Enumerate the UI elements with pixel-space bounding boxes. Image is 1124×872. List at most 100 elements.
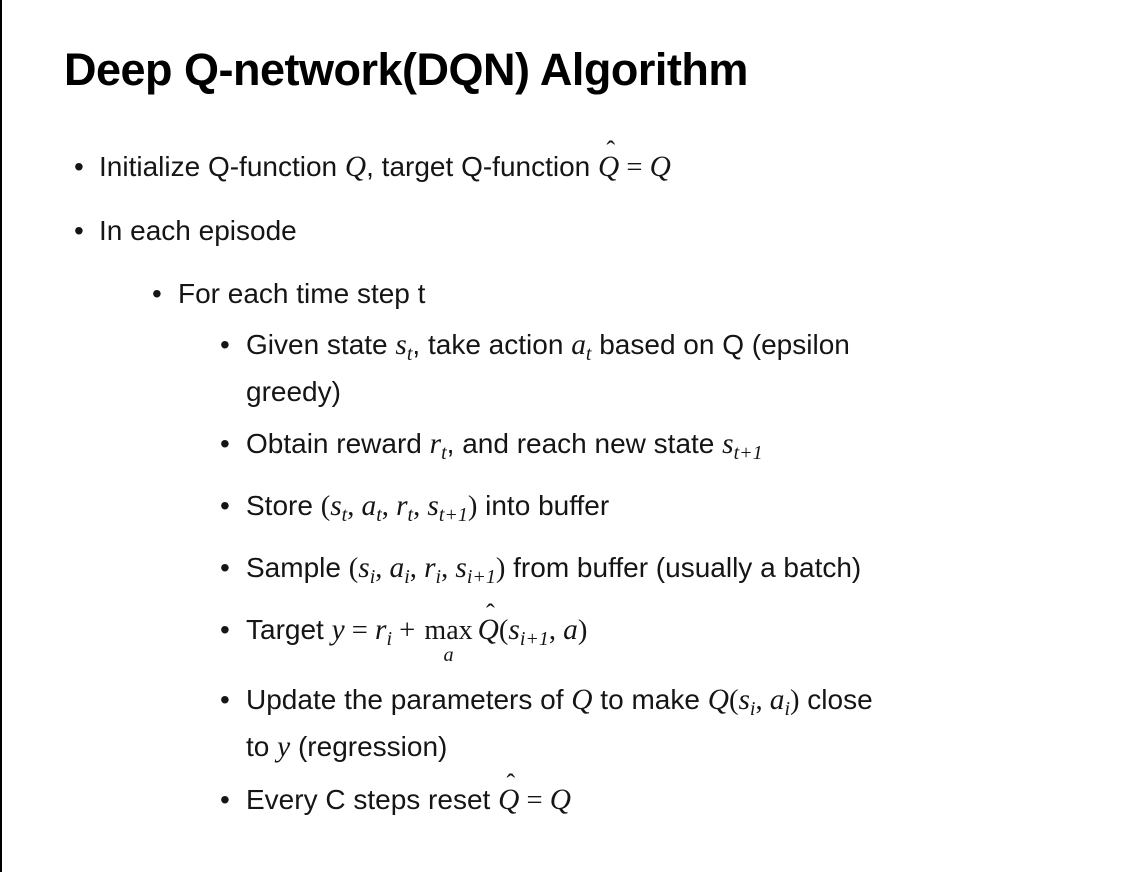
line-text: Update the parameters of Q to make Q(si,… xyxy=(246,681,1104,728)
text-run: greedy) xyxy=(246,375,341,407)
line-text: Initialize Q-function Q, target Q-functi… xyxy=(99,136,1104,186)
math-variable: ai xyxy=(769,684,791,721)
bullet-icon: • xyxy=(220,613,230,645)
math-operator: ) xyxy=(467,490,478,522)
math-variable: ri xyxy=(424,551,442,588)
math-subscript: i xyxy=(435,565,442,588)
bullet-icon: • xyxy=(74,151,84,182)
math-subscript: t xyxy=(376,503,382,526)
math-operator: + xyxy=(392,614,423,646)
math-operator: ( xyxy=(728,685,739,717)
line-text: For each time step t xyxy=(178,275,1104,312)
math-operator: ( xyxy=(348,552,359,584)
math-subscript: i xyxy=(749,698,756,721)
text-run: , target Q-function xyxy=(366,151,599,182)
math-operator: ) xyxy=(577,614,588,646)
math-variable: at xyxy=(361,489,382,526)
max-subscript: a xyxy=(443,644,454,667)
math-variable: Q xyxy=(344,151,367,183)
math-operator: = xyxy=(519,785,550,817)
bullet-list: •Initialize Q-function Q, target Q-funct… xyxy=(2,136,1104,834)
bullet-line: •For each time step t xyxy=(152,275,1104,312)
math-variable: a xyxy=(563,613,578,646)
math-operator: , xyxy=(375,552,390,584)
math-subscript: t xyxy=(441,441,447,464)
text-run: In each episode xyxy=(99,215,297,246)
hat-mark: ˆ xyxy=(506,768,516,799)
line-text: Sample (si, ai, ri, si+1) from buffer (u… xyxy=(246,549,1104,596)
math-subscript: t xyxy=(406,342,413,365)
math-operator: , xyxy=(548,614,564,646)
bullet-line: • Given state st, take action at based on… xyxy=(220,326,1104,373)
math-variable: Q xyxy=(571,684,593,717)
hat-mark: ˆ xyxy=(606,134,616,165)
math-variable: si xyxy=(358,551,376,588)
math-operator: , xyxy=(441,552,456,584)
math-variable: si+1 xyxy=(508,613,549,650)
math-subscript: t xyxy=(585,342,592,365)
text-run: Given state xyxy=(246,329,396,360)
math-operator: ( xyxy=(498,614,509,646)
text-run: , and reach new state xyxy=(446,427,723,459)
hat-base: Q xyxy=(477,613,499,646)
bullet-icon: • xyxy=(220,329,230,360)
line-text: In each episode xyxy=(99,212,1104,249)
bullet-line: •Store (st, at, rt, st+1) into buffer xyxy=(220,487,1104,534)
math-subscript: i xyxy=(369,565,376,588)
list-item: •Store (st, at, rt, st+1) into buffer xyxy=(2,487,1104,534)
text-run: (regression) xyxy=(290,731,448,763)
math-variable: rt xyxy=(396,489,414,526)
math-subscript: i xyxy=(386,627,393,650)
line-text: Given state st, take action at based on … xyxy=(246,326,1104,373)
list-item: •Sample (si, ai, ri, si+1) from buffer (… xyxy=(2,549,1104,596)
math-operator: , xyxy=(381,490,397,522)
math-operator: ( xyxy=(320,490,331,522)
math-variable: st xyxy=(330,489,348,526)
line-text: Store (st, at, rt, st+1) into buffer xyxy=(246,487,1104,534)
text-run: Target xyxy=(246,613,332,645)
text-run: to make xyxy=(592,684,708,716)
slide-title: Deep Q-network(DQN) Algorithm xyxy=(64,44,748,95)
bullet-line: •Sample (si, ai, ri, si+1) from buffer (… xyxy=(220,549,1104,596)
math-operator: , xyxy=(755,685,770,717)
math-operator: = xyxy=(344,614,376,646)
math-subscript: i+1 xyxy=(519,627,549,650)
line-text: Obtain reward rt, and reach new state st… xyxy=(246,425,1104,472)
bullet-line: •Update the parameters of Q to make Q(si… xyxy=(220,681,1104,728)
bullet-line: greedy) xyxy=(220,373,1104,410)
bullet-icon: • xyxy=(220,427,230,459)
text-run: Initialize Q-function xyxy=(99,151,345,182)
text-run: Every C steps reset xyxy=(246,784,499,816)
math-variable: st xyxy=(395,329,413,365)
math-subscript: i xyxy=(404,565,410,588)
math-variable: st+1 xyxy=(722,427,763,464)
text-run: based on Q (epsilon xyxy=(591,329,850,360)
text-run: close xyxy=(799,684,873,716)
list-item: • Given state st, take action at based on… xyxy=(2,326,1104,410)
bullet-icon: • xyxy=(220,784,230,816)
math-subscript: t xyxy=(407,503,414,526)
math-operator: , xyxy=(409,552,425,584)
math-variable: y xyxy=(277,731,291,764)
math-variable: rt xyxy=(429,427,447,464)
bullet-line: to y (regression) xyxy=(220,728,1104,766)
math-variable: si xyxy=(738,684,756,721)
math-variable: Q xyxy=(549,784,571,817)
list-item: • Obtain reward rt, and reach new state s… xyxy=(2,425,1104,472)
math-operator: = xyxy=(619,152,650,183)
list-item: •In each episode xyxy=(2,212,1104,249)
text-run: into buffer xyxy=(477,489,610,521)
max-word: max xyxy=(424,614,473,646)
